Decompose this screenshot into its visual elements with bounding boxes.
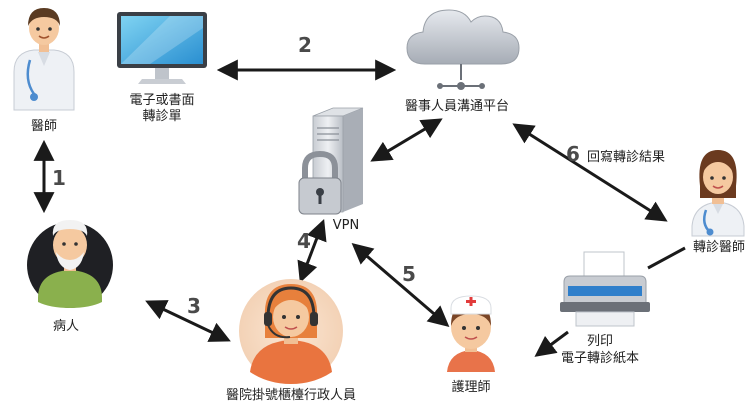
step-number-3: 3 bbox=[187, 294, 201, 318]
cloud-network-icon bbox=[406, 9, 520, 90]
step-number-6: 6 bbox=[566, 142, 580, 166]
printer-icon bbox=[560, 251, 650, 327]
arrow-step3 bbox=[145, 300, 231, 342]
arrow-doctor-printer bbox=[647, 246, 686, 270]
receptionist-label: 醫院掛號櫃檯行政人員 bbox=[226, 388, 356, 403]
step-number-1: 1 bbox=[52, 166, 66, 190]
server-lock-icon bbox=[298, 107, 364, 215]
female-doctor-icon bbox=[691, 150, 745, 237]
form-label-line2: 轉診單 bbox=[142, 108, 181, 124]
nurse-icon bbox=[447, 295, 495, 372]
doctor-label: 醫師 bbox=[31, 119, 57, 134]
arrow-step4 bbox=[297, 219, 327, 283]
writeback-label: 回寫轉診結果 bbox=[587, 149, 665, 165]
vpn-label: VPN bbox=[333, 218, 359, 233]
computer-monitor-icon bbox=[117, 12, 207, 84]
arrows bbox=[33, 59, 686, 357]
print-label-line2: 電子轉診紙本 bbox=[561, 350, 639, 366]
patient-label: 病人 bbox=[53, 319, 79, 334]
arrow-step6 bbox=[512, 123, 668, 222]
arrow-step5 bbox=[351, 242, 450, 328]
arrow-printer-nurse bbox=[534, 330, 569, 357]
step-number-2: 2 bbox=[298, 33, 312, 57]
step-number-5: 5 bbox=[402, 262, 416, 286]
referral-doctor-label: 轉診醫師 bbox=[693, 239, 745, 255]
elderly-patient-icon bbox=[27, 220, 113, 308]
form-label-line1: 電子或書面 bbox=[129, 93, 194, 108]
nurse-label: 護理師 bbox=[451, 379, 490, 395]
platform-label: 醫事人員溝通平台 bbox=[405, 99, 509, 114]
receptionist-headset-icon bbox=[239, 279, 343, 384]
arrow-vpn-platform bbox=[370, 118, 443, 162]
male-doctor-icon bbox=[13, 8, 75, 111]
step-number-4: 4 bbox=[297, 229, 311, 253]
print-label-line1: 列印 bbox=[587, 334, 613, 349]
